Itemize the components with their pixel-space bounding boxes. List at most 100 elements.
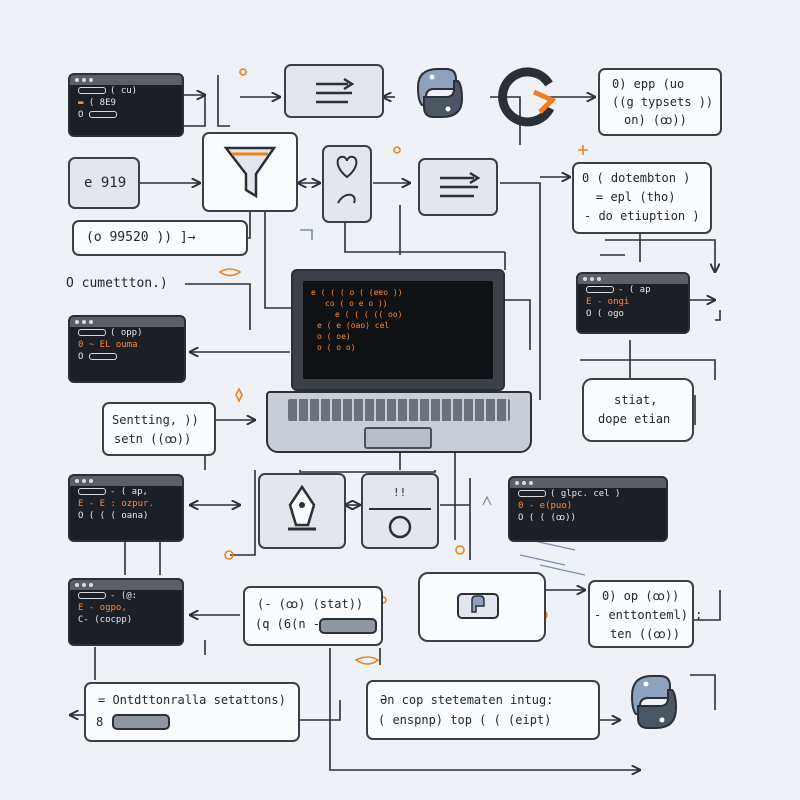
list-icon-box-2 (418, 158, 498, 216)
sentence-box: Sentting, )) setn ((ꝏ)) (102, 402, 216, 456)
code-text: 0 ~ EL ouma (78, 340, 138, 350)
statement-box: Ən cop stetematen intug: ( enspnp) top (… (366, 680, 600, 740)
code-text: ( opp) (110, 328, 143, 338)
chess-piece-icon (288, 484, 316, 531)
statement-line-1: Ən cop stetematen intug: (380, 693, 554, 707)
code-line: O ( ( ( oana) (70, 510, 182, 522)
bubble-line-2: dope etian (598, 412, 671, 426)
code-line: ▬ ( 8E9 (78, 98, 116, 108)
status-line-2: (q (6(n - (255, 617, 321, 631)
distribution-box: 0 ( dotembton ) = epl (tho) - do etiupti… (572, 162, 712, 234)
code-text: ( cu) (110, 86, 138, 96)
conditional-line-2: 8 (96, 715, 104, 729)
laptop-code-line: e ( ( ( (( oo) (335, 310, 403, 319)
python-chat-icon (457, 593, 499, 619)
code-line: ( glpc. cel ) (510, 488, 666, 500)
code-line: ( opp) (70, 327, 184, 339)
code-text: O ( ( (ꝏ)) (518, 513, 576, 523)
bubble-line-1: stiat, (614, 393, 658, 407)
keyboard-keys (288, 399, 510, 421)
code-text: O ( ogo (586, 309, 624, 319)
code-line: 0 ~ EL ouma (70, 339, 184, 351)
speech-bubble-right: stiat, dope etian (582, 378, 694, 442)
laptop-code-line: e ( e (oao) cel (317, 321, 390, 330)
code-text: O (78, 352, 84, 362)
conditional-slider[interactable] (112, 714, 170, 730)
sentence-line-1: Sentting, )) (112, 413, 199, 427)
code-window-right-mid: - ( ap E - ongi O ( ogo (576, 272, 690, 334)
code-text: 0 - e(puo) (518, 501, 573, 511)
circle-button-icon (369, 508, 431, 539)
code-text: ( glpc. cel ) (550, 489, 621, 499)
conditional-settings-box: = Ontdttonralla setattons) 8 (84, 682, 300, 742)
funnel-box (202, 132, 298, 212)
code-text: E - ogpo, (78, 603, 127, 613)
filter-label-box: e 919 (68, 157, 140, 209)
code-line: E - ongi (578, 296, 688, 308)
laptop-code-area: e ( ( ( o ( (eeo )) co ( o e o )) e ( ( … (303, 281, 493, 379)
list-arrow-icon (440, 171, 481, 198)
code-text: E - ongi (586, 297, 630, 307)
window-titlebar (70, 75, 182, 85)
code-line: O (70, 109, 182, 121)
code-line: - ( ap, (70, 486, 182, 498)
code-window-low-left-a: - ( ap, E - E : ozpur. O ( ( ( oana) (68, 474, 184, 542)
chess-piece-card (258, 473, 346, 549)
heart-card (322, 145, 372, 223)
code-window-mid-left: ( opp) 0 ~ EL ouma O (68, 315, 186, 383)
laptop-code-line: co ( o e o )) (325, 299, 388, 308)
list-icon-box (284, 64, 384, 118)
code-window-right-low: ( glpc. cel ) 0 - e(puo) O ( ( (ꝏ)) (508, 476, 668, 542)
sentence-line-2: setn ((ꝏ)) (114, 432, 192, 446)
app-line-3: on) (ꝏ)) (624, 113, 687, 127)
code-line: E - ogpo, (70, 602, 182, 614)
statement-line-2: ( enspnp) top ( ( (eipt) (378, 713, 552, 727)
enttonteml-line-1: 0) op (ꝏ)) (602, 589, 680, 603)
list-arrow-icon (316, 77, 355, 104)
code-line: - (@: (70, 590, 182, 602)
python-logo-small-icon (630, 675, 678, 729)
code-line: O ( ogo (578, 308, 688, 320)
window-titlebar (510, 478, 666, 488)
python-logo-icon (416, 68, 464, 118)
code-line: C- (cocpp) (70, 614, 182, 626)
code-window-top-left: ( cu) ▬ ( 8E9 O (68, 73, 184, 137)
app-line-2: ((g typsets )) (612, 95, 714, 109)
code-text: E - E : ozpur. (78, 499, 154, 509)
filter-label: e 919 (84, 175, 127, 191)
code-text: O (78, 110, 84, 120)
enttonteml-box: 0) op (ꝏ)) - enttonteml) ; ten ((ꝏ)) (588, 580, 702, 648)
laptop-screen: e ( ( ( o ( (eeo )) co ( o e o )) e ( ( … (291, 269, 505, 391)
distribution-line-3: - do etiuption ) (584, 209, 700, 223)
code-window-low-left-b: - (@: E - ogpo, C- (cocpp) (68, 578, 184, 646)
code-text: ( 8E9 (88, 98, 116, 108)
code-line: O ( ( (ꝏ)) (510, 512, 666, 524)
code-text: O ( ( ( oana) (78, 511, 149, 521)
laptop-code-line: o ( oe) (317, 332, 351, 341)
distribution-line-1: 0 ( dotembton ) (582, 171, 691, 185)
window-titlebar (70, 476, 182, 486)
touchpad (364, 427, 432, 449)
status-slider[interactable] (319, 618, 377, 634)
window-titlebar (578, 274, 688, 284)
app-line-1: 0) epp (uo (612, 77, 685, 91)
status-line-1: (- (ꝏ) (stat)) (257, 597, 364, 611)
button-card[interactable]: !! (361, 473, 439, 549)
speech-bubble-python (418, 572, 546, 642)
funnel-icon (223, 146, 277, 199)
button-card-label: !! (393, 486, 407, 499)
code-line: ( cu) (70, 85, 182, 97)
enttonteml-line-2: - enttonteml) ; (594, 608, 703, 622)
laptop-code-line: e ( ( ( o ( (eeo )) (311, 288, 403, 297)
cumulative-label: O cumettton.) (66, 276, 168, 291)
heart-icon (336, 155, 358, 204)
code-line: E - E : ozpur. (70, 498, 182, 510)
app-box: 0) epp (uo ((g typsets )) on) (ꝏ)) (598, 68, 722, 136)
refresh-cycle-icon (498, 67, 557, 127)
distribution-line-2: = epl (tho) (596, 190, 676, 204)
window-titlebar (70, 317, 184, 327)
code-text: - (@: (110, 591, 138, 601)
code-text: - ( ap, (110, 487, 148, 497)
enttonteml-line-3: ten ((ꝏ)) (610, 627, 681, 641)
